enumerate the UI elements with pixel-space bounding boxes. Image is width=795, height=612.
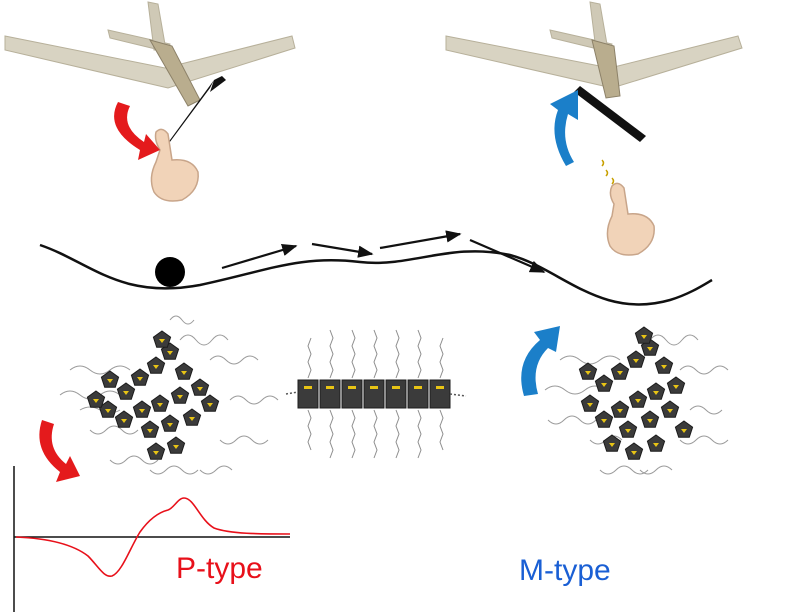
right-blue-arrow-bottom-icon [521, 326, 560, 396]
m-type-label: M-type [519, 554, 611, 587]
motion-dots-icon [601, 159, 615, 185]
left-cd-curve [15, 497, 291, 577]
left-helical-molecule [59, 315, 279, 475]
ball-icon [155, 257, 185, 287]
left-red-arrow-bottom-icon [39, 420, 80, 482]
right-airplane-icon [445, 1, 743, 142]
left-pointing-hand-icon [150, 128, 199, 202]
left-airplane-icon [4, 1, 296, 158]
right-blue-arrow-top-icon [550, 90, 578, 166]
p-type-label: P-type [176, 552, 263, 585]
energy-landscape-curve [39, 243, 713, 306]
left-red-arrow-icon [114, 102, 160, 160]
center-stacked-molecule [285, 329, 467, 459]
right-pointing-hand-icon [606, 182, 655, 256]
path-arrows [221, 230, 546, 274]
left-cd-spectrum [13, 466, 291, 612]
right-helical-molecule [544, 326, 729, 475]
